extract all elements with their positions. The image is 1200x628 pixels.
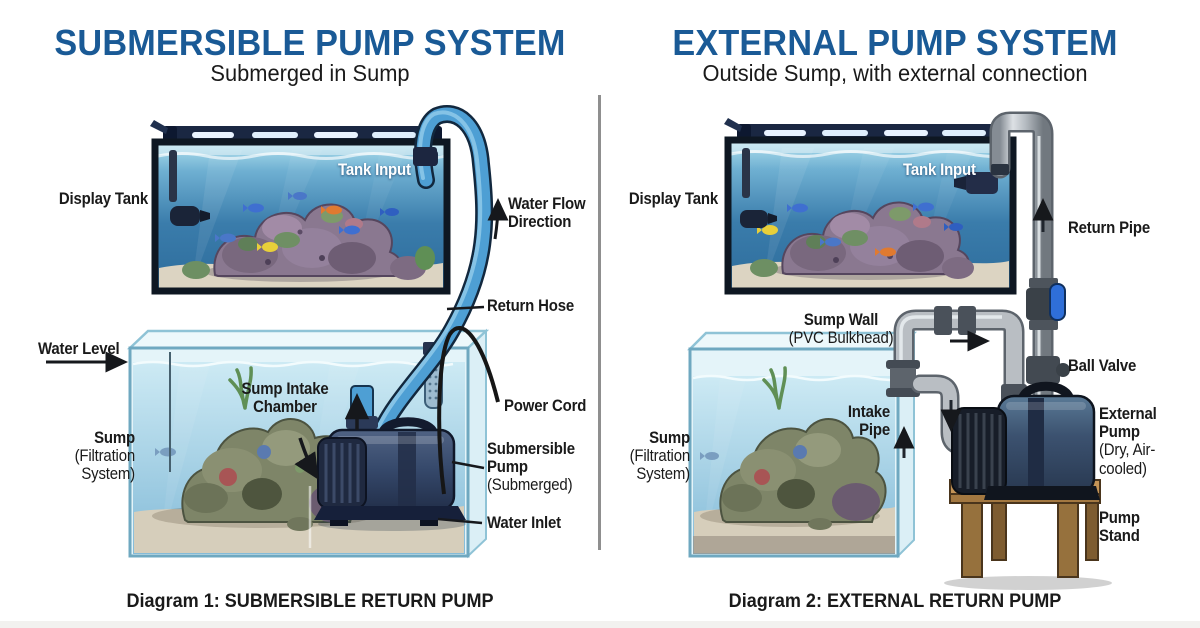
right-sump-tank	[686, 330, 918, 559]
power-cord-art	[437, 326, 500, 495]
label-pump-stand: Pump Stand	[1099, 508, 1140, 546]
external-pump-art	[951, 381, 1100, 500]
label-display-tank-left: Display Tank	[58, 189, 148, 208]
label-external-pump: External Pump(Dry, Air- cooled)	[1099, 404, 1157, 478]
label-return-pipe: Return Pipe	[1068, 218, 1151, 237]
label-sump-wall-rest: (PVC Bulkhead)	[788, 328, 894, 348]
left-caption: Diagram 1: SUBMERSIBLE RETURN PUMP	[126, 591, 494, 612]
label-tank-input-left: Tank Input	[338, 160, 411, 179]
return-hose-art	[372, 105, 494, 441]
right-display-tank	[724, 118, 1017, 295]
label-tank-input-right: Tank Input	[903, 160, 976, 179]
label-submersible-pump: Submersible Pump(Submerged)	[487, 439, 575, 495]
label-sump-wall-bold: Sump Wall	[803, 310, 879, 329]
label-display-tank-right: Display Tank	[628, 189, 718, 208]
label-sump-intake-chamber: Sump Intake Chamber	[241, 379, 329, 417]
label-submersible-pump-bold: Submersible Pump	[487, 439, 575, 477]
right-title: EXTERNAL PUMP SYSTEM	[672, 22, 1118, 63]
label-external-pump-bold: External Pump	[1099, 404, 1157, 442]
label-external-pump-rest: (Dry, Air- cooled)	[1099, 440, 1156, 478]
label-sump-left-rest: (Filtration System)	[74, 446, 136, 484]
left-arrows	[46, 198, 509, 525]
label-sump-left-bold: Sump	[94, 428, 135, 447]
bottom-edge-strip	[0, 621, 1200, 628]
panel-divider	[598, 95, 601, 550]
fish-group-right-tank	[757, 202, 963, 257]
label-sump-right: Sump(Filtration System)	[602, 428, 691, 484]
label-ball-valve: Ball Valve	[1068, 356, 1137, 375]
left-title: SUBMERSIBLE PUMP SYSTEM	[54, 22, 566, 63]
left-subtitle: Submerged in Sump	[210, 60, 410, 86]
label-water-inlet: Water Inlet	[487, 513, 561, 532]
right-subtitle: Outside Sump, with external connection	[702, 60, 1088, 86]
left-display-tank	[150, 120, 451, 295]
label-sump-wall: Sump Wall(PVC Bulkhead)	[771, 310, 912, 348]
label-submersible-pump-rest: (Submerged)	[487, 475, 573, 495]
label-sump-right-rest: (Filtration System)	[629, 446, 691, 484]
label-water-flow-direction: Water Flow Direction	[508, 194, 586, 232]
label-sump-right-bold: Sump	[649, 428, 690, 447]
fish-group-left-tank	[215, 192, 399, 252]
label-water-level: Water Level	[38, 339, 120, 358]
return-pipe-art	[989, 111, 1070, 415]
label-sump-left: Sump(Filtration System)	[47, 428, 136, 484]
submersible-pump-art	[314, 385, 466, 531]
right-arrows	[893, 198, 1054, 458]
label-power-cord: Power Cord	[504, 396, 587, 415]
label-return-hose: Return Hose	[487, 296, 575, 315]
right-caption: Diagram 2: EXTERNAL RETURN PUMP	[728, 591, 1062, 612]
label-intake-pipe: Intake Pipe	[847, 402, 890, 440]
